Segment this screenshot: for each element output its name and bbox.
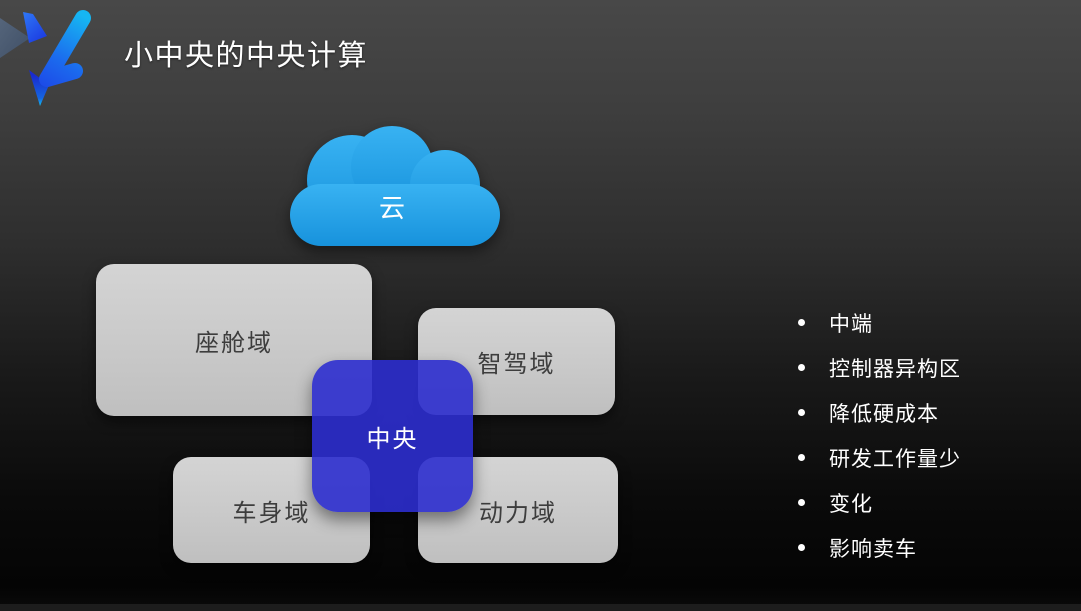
list-item: 降低硬成本 bbox=[795, 390, 961, 435]
central-label: 中央 bbox=[366, 425, 419, 453]
bullet-dot-icon bbox=[798, 319, 805, 326]
bullet-text: 中端 bbox=[829, 312, 873, 336]
bullet-dot-icon bbox=[798, 544, 805, 551]
cloud-shape: 云 bbox=[282, 122, 522, 254]
bullet-text: 影响卖车 bbox=[829, 537, 917, 561]
list-item: 影响卖车 bbox=[795, 525, 961, 570]
bullet-text: 研发工作量少 bbox=[829, 447, 961, 471]
bullet-dot-icon bbox=[798, 364, 805, 371]
list-item: 中端 bbox=[795, 300, 961, 345]
domain-label-body: 车身域 bbox=[232, 499, 311, 527]
slide-title: 小中央的中央计算 bbox=[124, 40, 369, 72]
list-item: 变化 bbox=[795, 480, 961, 525]
bottom-edge-strip bbox=[0, 604, 1081, 611]
cloud-icon bbox=[290, 126, 500, 246]
bullet-dot-icon bbox=[798, 454, 805, 461]
domain-label-cabin: 座舱域 bbox=[195, 329, 273, 357]
bullet-text: 变化 bbox=[829, 492, 873, 516]
list-item: 控制器异构区 bbox=[795, 345, 961, 390]
bullet-dot-icon bbox=[798, 499, 805, 506]
list-item: 研发工作量少 bbox=[795, 435, 961, 480]
bullet-list: 中端 控制器异构区 降低硬成本 研发工作量少 变化 影响卖车 bbox=[795, 300, 961, 570]
domain-label-power: 动力域 bbox=[479, 499, 557, 527]
bullet-text: 降低硬成本 bbox=[829, 402, 939, 426]
bullet-dot-icon bbox=[798, 409, 805, 416]
brand-checkmark-logo-icon bbox=[0, 10, 91, 106]
bullet-text: 控制器异构区 bbox=[829, 357, 961, 381]
cloud-label: 云 bbox=[378, 193, 405, 223]
domain-label-adas: 智驾域 bbox=[477, 351, 556, 378]
central-compute-box: 中央 bbox=[312, 360, 473, 512]
